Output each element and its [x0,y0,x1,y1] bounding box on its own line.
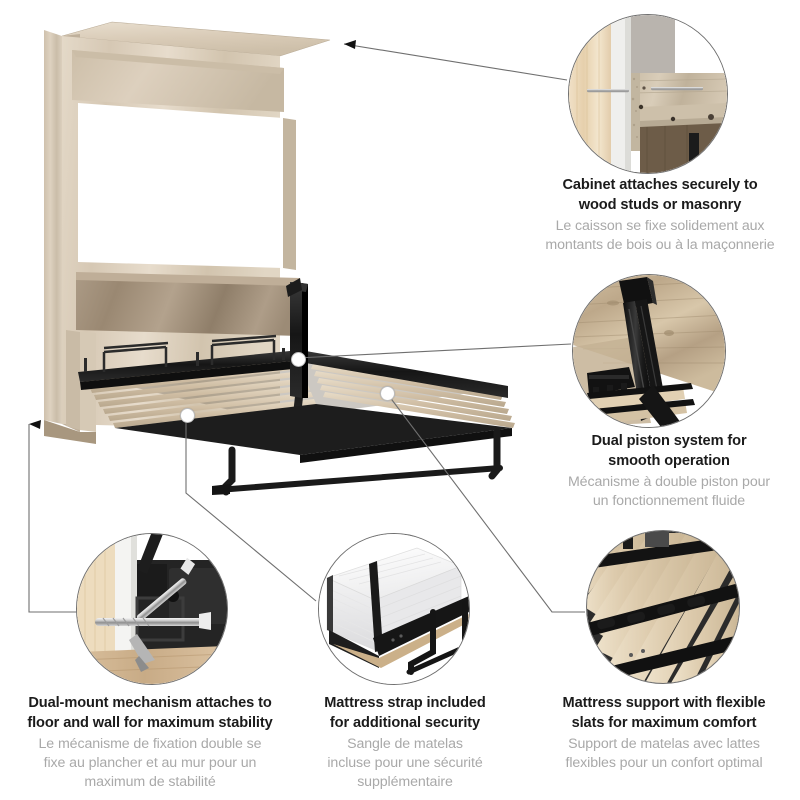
arrowhead-cabinet [344,40,356,49]
hotspot-dual-piston[interactable] [291,352,306,367]
callout-dual-piston [572,274,726,428]
callout-mattress-support [586,530,740,684]
caption-strap-fr-line3: supplémentaire [357,774,453,791]
caption-piston-fr-line2: un fonctionnement fluide [592,493,746,509]
caption-mount-fr-line1: Le mécanisme de fixation double se [38,735,262,752]
caption-slats-fr-line1: Support de matelas avec lattes [568,735,760,752]
caption-cabinet-fr-line1: Le caisson se fixe solidement aux [555,217,765,234]
caption-slats-en-line2: slats for maximum comfort [571,714,757,731]
caption-dual-mount: Dual-mount mechanism attaches to floor a… [8,694,292,793]
caption-mount-en-line2: floor and wall for maximum stability [27,714,273,731]
leader-line-dual-piston [296,343,572,359]
callout-cabinet-mount-image [569,15,727,173]
caption-piston-fr-line1: Mécanisme à double piston pour [567,473,771,490]
caption-cabinet-en-line1: Cabinet attaches securely to [562,177,758,193]
caption-strap-en-line1: Mattress strap included [324,695,486,711]
caption-mount-fr-line2: fixe au plancher et au mur pour un [43,755,257,771]
callout-cabinet-mount [568,14,728,174]
arrowhead-cabinet-left [29,420,41,429]
caption-strap-en-line2: for additional security [329,714,481,731]
caption-strap-fr-line2: incluse pour une sécurité [327,755,483,771]
callout-mattress-strap-image [319,534,469,684]
caption-piston-en-line2: smooth operation [608,452,730,469]
caption-slats-en-line1: Mattress support with flexible [562,695,766,711]
caption-mattress-support: Mattress support with flexible slats for… [528,694,800,773]
caption-mattress-strap: Mattress strap included for additional s… [296,694,514,793]
caption-cabinet-en-line2: wood studs or masonry [578,196,742,213]
callout-mattress-strap [318,533,470,685]
callout-dual-mount [76,533,228,685]
callout-dual-piston-image [573,275,725,427]
caption-mount-en-line1: Dual-mount mechanism attaches to [28,695,272,711]
caption-dual-piston: Dual piston system for smooth operation … [540,432,798,511]
caption-cabinet-fr-line2: montants de bois ou à la maçonnerie [545,237,775,253]
caption-piston-en-line1: Dual piston system for [591,433,747,449]
caption-mount-fr-line3: maximum de stabilité [84,774,216,791]
caption-slats-fr-line2: flexibles pour un confort optimal [565,755,763,771]
callout-dual-mount-image [77,534,227,684]
caption-cabinet-mount: Cabinet attaches securely to wood studs … [520,176,800,255]
callout-mattress-support-image [587,531,739,683]
hotspot-mattress-strap[interactable] [180,408,195,423]
leader-line-cabinet-mount [343,43,568,81]
caption-strap-fr-line1: Sangle de matelas [347,735,463,752]
hotspot-mattress-support[interactable] [380,386,395,401]
